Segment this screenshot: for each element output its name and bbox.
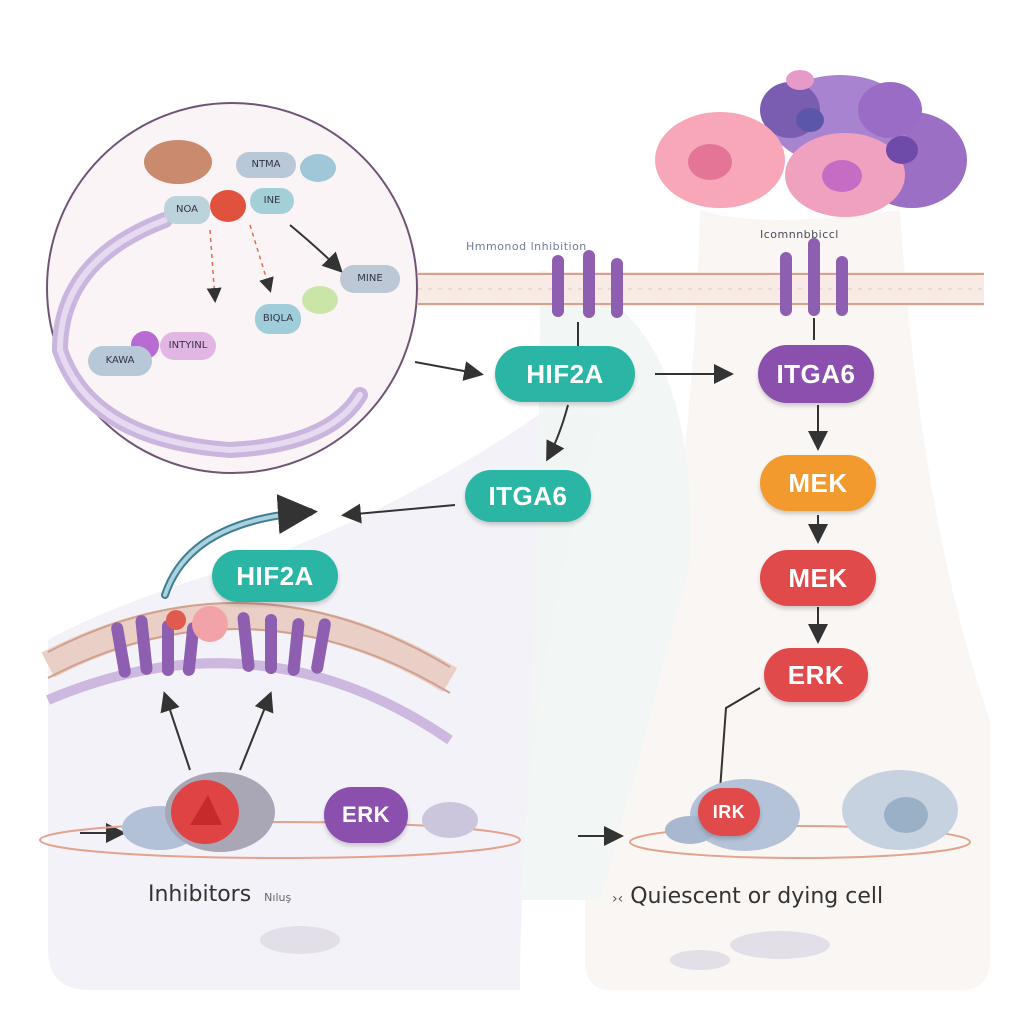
- erk-purple-node: ERK: [324, 787, 408, 843]
- itga6-center-node: ITGA6: [465, 470, 591, 522]
- mek-red-node: MEK: [760, 550, 876, 606]
- ligand-dot-small: [166, 610, 186, 630]
- circle-chip-1: NTMA: [236, 152, 296, 178]
- chromatin-inset: [46, 102, 418, 474]
- horizontal-membrane: [418, 272, 984, 306]
- lower-membrane: [41, 602, 458, 745]
- erk-red-node: ERK: [764, 648, 868, 702]
- ghost-shapes: [260, 926, 830, 970]
- cell-cluster: [655, 70, 967, 217]
- receptor-lower-left: [111, 612, 331, 678]
- quiescent-text: Quiescent or dying cell: [630, 884, 884, 909]
- center-glow: [520, 270, 691, 900]
- inhibitors-suffix: Nıluş: [264, 891, 292, 904]
- circle-chip-7: BIQLA: [255, 304, 301, 334]
- hif2a-center-node: HIF2A: [495, 346, 635, 402]
- circle-chip-4: MINE: [340, 265, 400, 293]
- inhibitors-text: Inhibitors: [148, 882, 252, 907]
- receptor-right: [780, 238, 848, 316]
- circle-chip-5: KAWA: [88, 346, 152, 376]
- receptor-center: [552, 250, 623, 318]
- circle-chip-6: INTYINL: [160, 332, 216, 360]
- lower-left-cell: [39, 772, 521, 859]
- hif2a-left-node: HIF2A: [212, 550, 338, 602]
- itga6-right-node: ITGA6: [758, 345, 874, 403]
- quiescent-prefix: ›‹: [612, 891, 624, 907]
- irk-red-node: IRK: [698, 788, 760, 836]
- quiescent-label: ›‹ Quiescent or dying cell: [612, 884, 883, 909]
- ligand-dot: [192, 606, 228, 642]
- membrane-label-left: Hmmonod lnhibition: [466, 240, 587, 253]
- circle-chip-3: INE: [250, 188, 294, 214]
- pathway-arrows: [80, 318, 828, 846]
- inhibitors-label: Inhibitors Nıluş: [148, 882, 291, 907]
- mek-orange-node: MEK: [760, 455, 876, 511]
- membrane-label-right: Icomnnbbiccl: [760, 228, 839, 241]
- circle-chip-2: NOA: [164, 196, 210, 224]
